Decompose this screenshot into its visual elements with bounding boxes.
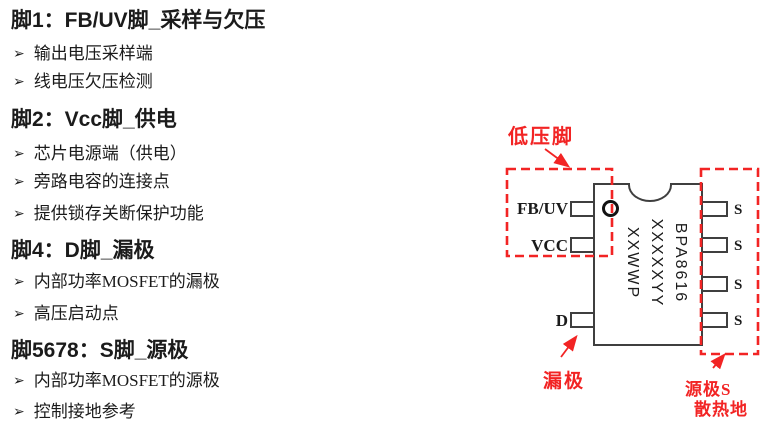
chip-marking-line2: XXXXXYY xyxy=(648,218,665,308)
pin-section-heading-3: 脚4：D脚_漏极 xyxy=(11,239,155,262)
chip-body: BPA8616 XXXXXYY XXWWP xyxy=(593,183,703,346)
label-drain: 漏极 xyxy=(543,371,586,392)
pin-fbuv xyxy=(570,201,595,217)
bullet-text: 线电压欠压检测 xyxy=(33,72,153,91)
pin-section-heading-4: 脚5678：S脚_源极 xyxy=(11,339,189,362)
pin-detail-bullet: ➢ 输出电压采样端 xyxy=(13,44,153,65)
bullet-arrow-icon: ➢ xyxy=(13,373,25,389)
pin-d xyxy=(570,312,595,328)
pin-vcc xyxy=(570,237,595,253)
chip-marking-text: BPA8616 XXXXXYY XXWWP xyxy=(620,208,692,318)
label-low-voltage-pins: 低压脚 xyxy=(508,126,574,148)
bullet-text: 提供锁存关断保护功能 xyxy=(33,204,204,223)
bullet-text: 芯片电源端（供电） xyxy=(33,144,187,163)
pin-detail-bullet: ➢ 提供锁存关断保护功能 xyxy=(13,204,204,225)
pin-detail-bullet: ➢ 旁路电容的连接点 xyxy=(13,172,170,193)
pin-label-fbuv: FB/UV xyxy=(517,199,568,218)
pin-label-s-1: S xyxy=(734,202,743,218)
chip-notch xyxy=(628,183,672,202)
bullet-text: 输出电压采样端 xyxy=(33,44,153,63)
label-source-line2: 散热地 xyxy=(694,400,748,419)
pin-label-vcc: VCC xyxy=(531,236,568,255)
pin-section-heading-1: 脚1：FB/UV脚_采样与欠压 xyxy=(11,9,266,32)
pin-s-3 xyxy=(701,276,728,292)
bullet-arrow-icon: ➢ xyxy=(13,74,25,90)
bullet-arrow-icon: ➢ xyxy=(13,46,25,62)
pin-detail-bullet: ➢ 控制接地参考 xyxy=(13,402,136,423)
pin-label-s-3: S xyxy=(734,277,743,293)
pin-detail-bullet: ➢ 线电压欠压检测 xyxy=(13,72,153,93)
pin-s-2 xyxy=(701,237,728,253)
bullet-text: 控制接地参考 xyxy=(33,402,136,421)
bullet-arrow-icon: ➢ xyxy=(13,206,25,222)
bullet-arrow-icon: ➢ xyxy=(13,274,25,290)
pin-label-s-4: S xyxy=(734,313,743,329)
source-arrow xyxy=(710,352,726,370)
bullet-text: 高压启动点 xyxy=(33,304,119,323)
pin-label-d: D xyxy=(555,311,568,330)
bullet-text: 旁路电容的连接点 xyxy=(33,172,170,191)
pin-s-1 xyxy=(701,201,728,217)
bullet-arrow-icon: ➢ xyxy=(13,306,25,322)
bullet-arrow-icon: ➢ xyxy=(13,146,25,162)
chip-part-number: BPA8616 xyxy=(672,222,689,304)
pin-section-heading-2: 脚2：Vcc脚_供电 xyxy=(11,108,177,131)
bullet-text: 内部功率MOSFET的漏极 xyxy=(33,272,220,291)
pin-label-s-2: S xyxy=(734,238,743,254)
bullet-arrow-icon: ➢ xyxy=(13,404,25,420)
label-source-heatsink: 源极S 散热地 xyxy=(685,380,748,420)
bullet-arrow-icon: ➢ xyxy=(13,174,25,190)
label-source-line1: 源极S xyxy=(685,380,732,399)
pin-detail-bullet: ➢ 芯片电源端（供电） xyxy=(13,144,187,165)
drain-arrow xyxy=(560,334,578,358)
pin1-indicator-icon xyxy=(602,200,619,217)
pin-detail-bullet: ➢ 高压启动点 xyxy=(13,304,119,325)
chip-marking-line3: XXWWP xyxy=(624,226,641,300)
low-voltage-arrow xyxy=(544,148,571,168)
bullet-text: 内部功率MOSFET的源极 xyxy=(33,371,220,390)
pin-s-4 xyxy=(701,312,728,328)
pin-detail-bullet: ➢ 内部功率MOSFET的源极 xyxy=(13,371,220,392)
pin-detail-bullet: ➢ 内部功率MOSFET的漏极 xyxy=(13,272,220,293)
